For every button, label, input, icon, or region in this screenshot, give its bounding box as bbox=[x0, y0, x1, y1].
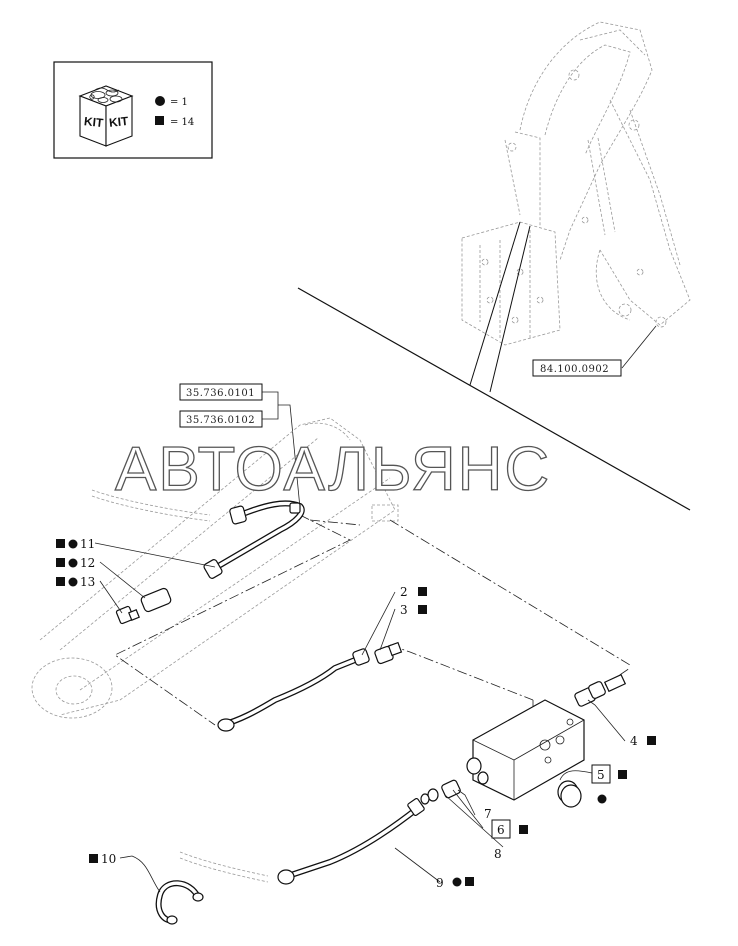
callout-5-frame bbox=[591, 764, 611, 784]
callout-7[interactable]: 7 bbox=[484, 807, 492, 821]
callout-13[interactable]: 13 bbox=[56, 575, 95, 589]
callout-9[interactable]: 9 bbox=[436, 876, 474, 890]
ref-box-35-736-0102[interactable]: 35.736.0102 bbox=[179, 410, 263, 428]
callout-2[interactable]: 2 bbox=[400, 585, 427, 599]
square-marker-icon bbox=[56, 577, 65, 586]
square-marker-icon bbox=[465, 877, 474, 886]
kit-label-right: KIT bbox=[108, 114, 129, 130]
circle-marker-icon bbox=[68, 558, 78, 568]
square-marker-icon bbox=[155, 116, 164, 125]
ref-box-84-100-0902[interactable]: 84.100.0902 bbox=[532, 325, 657, 377]
square-marker-icon bbox=[618, 770, 627, 779]
kit-label-left: KIT bbox=[83, 114, 104, 130]
callout-8[interactable]: 8 bbox=[494, 847, 502, 861]
callout-label-2: 2 bbox=[400, 585, 408, 599]
cylinder-body-drawing bbox=[31, 417, 399, 883]
callout-6[interactable]: 6 bbox=[491, 819, 528, 839]
square-marker-icon bbox=[56, 539, 65, 548]
kit-box-icon: KIT KIT bbox=[78, 85, 134, 147]
circle-marker-icon bbox=[155, 96, 165, 106]
kit-legend-frame bbox=[53, 61, 213, 159]
callout-6-frame bbox=[491, 819, 511, 839]
callout-label-6: 6 bbox=[497, 823, 505, 837]
hose-loop-part-10[interactable] bbox=[155, 880, 204, 925]
callout-12[interactable]: 12 bbox=[56, 556, 95, 570]
ref-label-2: 35.736.0102 bbox=[186, 415, 255, 426]
callout-10[interactable]: 10 bbox=[89, 852, 116, 866]
fitting-parts-6-7-8[interactable] bbox=[420, 779, 461, 805]
square-marker-icon bbox=[56, 558, 65, 567]
callout-label-11: 11 bbox=[80, 537, 95, 551]
circle-legend-label: = 1 bbox=[170, 97, 188, 108]
circle-marker-icon bbox=[597, 794, 607, 804]
sleeve-part-12[interactable] bbox=[140, 587, 172, 613]
upper-hose-assembly[interactable] bbox=[203, 500, 305, 579]
callout-label-7: 7 bbox=[484, 807, 492, 821]
fitting-part-4[interactable] bbox=[574, 673, 627, 707]
section-cut-line bbox=[297, 287, 691, 511]
callout-label-12: 12 bbox=[80, 556, 95, 570]
square-legend-label: = 14 bbox=[170, 117, 194, 128]
callout-3[interactable]: 3 bbox=[400, 603, 427, 617]
circle-marker-icon bbox=[452, 877, 462, 887]
backhoe-arm-drawing bbox=[461, 21, 691, 393]
circle-marker-icon bbox=[68, 577, 78, 587]
callout-4[interactable]: 4 bbox=[630, 734, 656, 748]
callout-label-4: 4 bbox=[630, 734, 638, 748]
ref-box-35-736-0101[interactable]: 35.736.0101 bbox=[179, 383, 263, 401]
circle-marker-icon bbox=[68, 539, 78, 549]
middle-hose-assembly[interactable] bbox=[217, 641, 403, 732]
callout-label-5: 5 bbox=[597, 768, 605, 782]
lower-hose-assembly[interactable] bbox=[277, 798, 425, 885]
watermark-text: АВТОАЛЬЯНС bbox=[115, 435, 551, 504]
callout-5[interactable]: 5 bbox=[591, 764, 627, 804]
square-marker-icon bbox=[519, 825, 528, 834]
square-marker-icon bbox=[418, 605, 427, 614]
callout-label-9: 9 bbox=[436, 876, 444, 890]
callout-11[interactable]: 11 bbox=[56, 537, 95, 551]
callout-label-13: 13 bbox=[80, 575, 95, 589]
callout-label-3: 3 bbox=[400, 603, 408, 617]
ref-label-3: 84.100.0902 bbox=[540, 364, 609, 375]
square-marker-icon bbox=[418, 587, 427, 596]
valve-block[interactable] bbox=[466, 699, 585, 801]
square-marker-icon bbox=[647, 736, 656, 745]
o-ring-set[interactable] bbox=[557, 780, 582, 808]
kit-legend: KIT KIT = 1 = 14 bbox=[53, 61, 213, 159]
ref-label-1: 35.736.0101 bbox=[186, 388, 255, 399]
callout-label-8: 8 bbox=[494, 847, 502, 861]
callout-label-10: 10 bbox=[101, 852, 116, 866]
square-marker-icon bbox=[89, 854, 98, 863]
